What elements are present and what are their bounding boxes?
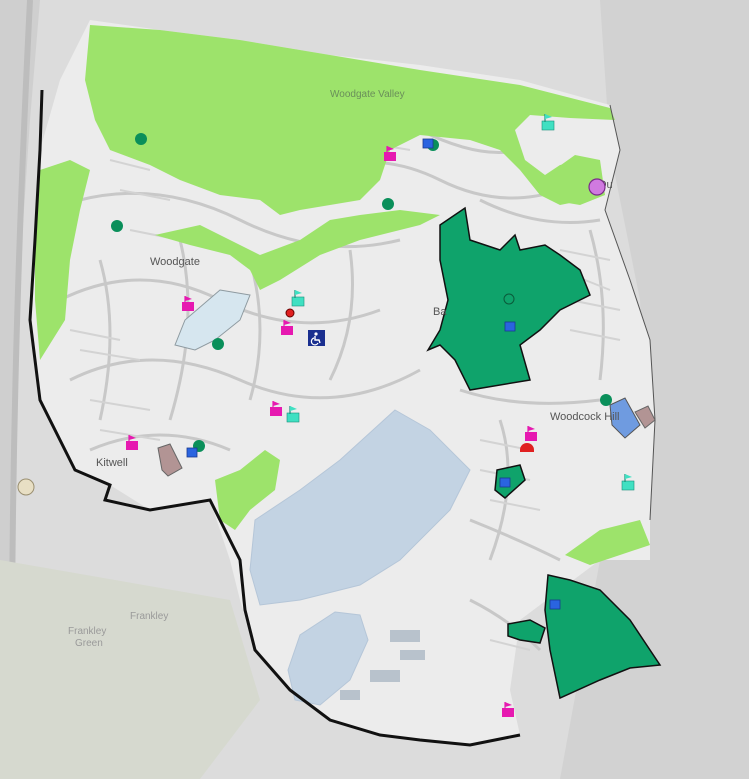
school-flag-icon[interactable] <box>126 435 138 450</box>
park-south-east <box>544 574 662 700</box>
health-dots[interactable] <box>111 133 612 452</box>
industrial-buildings <box>340 630 425 700</box>
open-space-corridor <box>155 210 440 290</box>
open-space-woodgate-valley <box>85 25 615 215</box>
school-flag-icon[interactable] <box>281 320 293 335</box>
open-space-south-west <box>215 450 280 530</box>
outside-fields <box>0 560 260 779</box>
sport-area-woodcock <box>609 397 641 439</box>
site-kitwell <box>157 443 183 477</box>
sport-markers[interactable] <box>186 138 561 610</box>
health-dot-icon[interactable] <box>382 198 394 210</box>
library-circle-icon[interactable] <box>588 178 606 196</box>
label-woodgate: Woodgate <box>150 256 200 268</box>
health-dot-icon[interactable] <box>600 394 612 406</box>
red-pin-icon[interactable] <box>285 308 295 318</box>
school-flag-icon[interactable] <box>525 426 537 441</box>
label-frankley: Frankley <box>130 611 168 622</box>
reservoir-small <box>287 611 369 706</box>
sport-square-icon[interactable] <box>186 447 198 458</box>
school-markers[interactable] <box>126 146 537 717</box>
park-bartley <box>426 206 591 391</box>
open-space-south-east <box>565 520 650 565</box>
school-flag-icon[interactable] <box>384 146 396 161</box>
community-markers[interactable] <box>286 114 635 491</box>
community-flag-icon[interactable] <box>541 114 555 131</box>
community-flag-icon[interactable] <box>621 474 635 491</box>
label-bartley-partial: Ba <box>433 306 447 318</box>
marker-outline-icon[interactable] <box>503 293 515 305</box>
accessible-parking-icon[interactable] <box>308 330 325 346</box>
school-flag-icon[interactable] <box>502 702 514 717</box>
label-frankley-green-1: Frankley <box>68 626 106 637</box>
health-dot-icon[interactable] <box>111 220 123 232</box>
label-woodcock-hill: Woodcock Hill <box>550 411 620 423</box>
community-flag-icon[interactable] <box>291 290 305 307</box>
open-space-north-east <box>540 155 605 205</box>
sport-square-icon[interactable] <box>499 477 511 488</box>
sport-square-icon[interactable] <box>504 321 516 332</box>
ward-boundary <box>28 89 521 747</box>
community-flag-icon[interactable] <box>286 406 300 423</box>
school-flag-icon[interactable] <box>270 401 282 416</box>
outside-point-icon[interactable] <box>17 478 35 496</box>
reservoir-large <box>249 409 471 606</box>
health-dot-icon[interactable] <box>212 338 224 350</box>
sport-square-icon[interactable] <box>422 138 434 149</box>
site-woodcock <box>634 405 656 429</box>
outside-area-east <box>560 0 749 779</box>
school-flag-icon[interactable] <box>182 296 194 311</box>
sport-square-icon[interactable] <box>549 599 561 610</box>
red-building-icon[interactable] <box>520 443 534 452</box>
health-dot-icon[interactable] <box>135 133 147 145</box>
park-small-2 <box>507 619 546 644</box>
label-kitwell: Kitwell <box>96 457 128 469</box>
label-frankley-green-2: Green <box>75 638 103 649</box>
open-space-west <box>35 160 90 360</box>
label-woodgate-valley: Woodgate Valley <box>330 89 405 100</box>
pond <box>174 289 251 351</box>
